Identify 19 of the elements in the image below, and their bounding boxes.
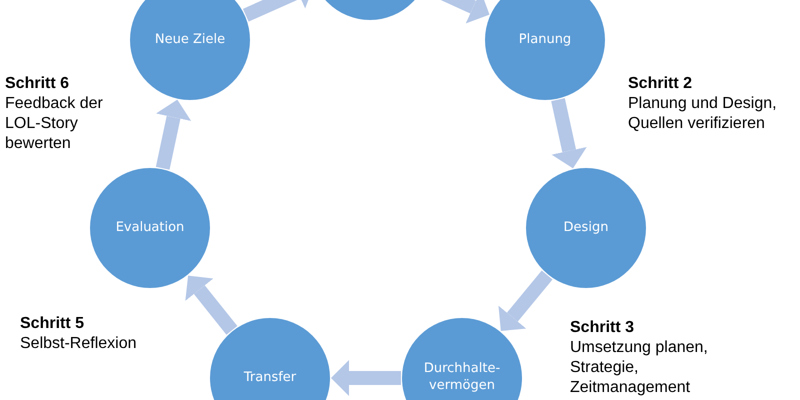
- step-name: Planung: [518, 32, 572, 48]
- step-description: Selbst-Reflexion: [20, 334, 138, 354]
- step-name: Evaluation: [114, 220, 186, 236]
- block-arrow: [185, 276, 238, 335]
- step-description: Feedback der LOL-Story bewerten: [5, 94, 104, 154]
- step-name: Transfer: [242, 370, 298, 386]
- block-arrow: [498, 270, 553, 331]
- step-name: Neue Ziele: [154, 32, 226, 48]
- step-name: Design: [562, 220, 610, 236]
- step-heading: Schritt 5: [20, 314, 86, 334]
- block-arrow: [331, 360, 401, 396]
- block-arrow: [156, 100, 192, 170]
- step-heading: Schritt 3: [570, 318, 636, 338]
- step-heading: Schritt 2: [628, 74, 694, 94]
- step-description: Planung und Design, Quellen verifizieren: [628, 94, 778, 134]
- step-name: Durchhalte-vermögen: [422, 361, 502, 395]
- block-arrow: [551, 98, 587, 168]
- step-description: Umsetzung planen, Strategie, Zeitmanagement: [570, 338, 709, 398]
- step-heading: Schritt 6: [5, 74, 70, 94]
